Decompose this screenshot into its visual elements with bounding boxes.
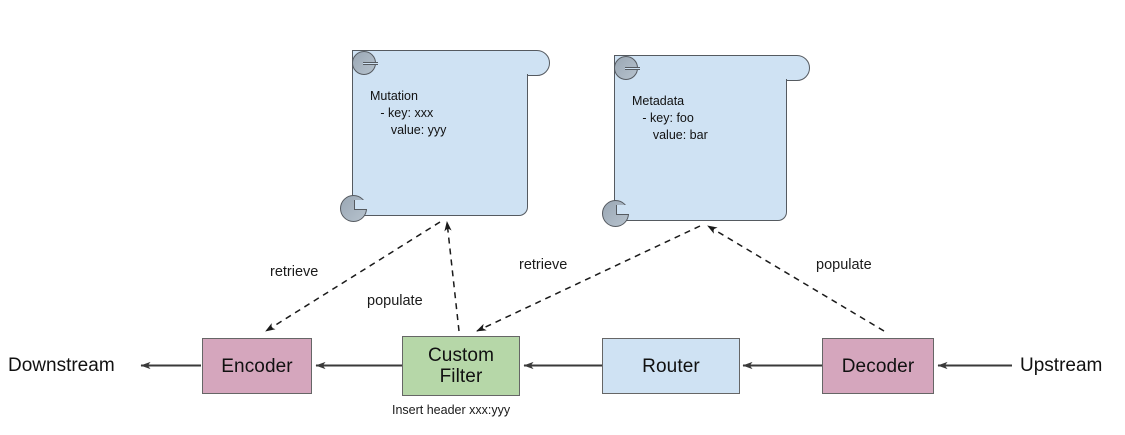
endpoint-upstream-label: Upstream xyxy=(1020,355,1103,376)
metadata-note-banner xyxy=(614,55,810,81)
node-decoder[interactable]: Decoder xyxy=(822,338,934,394)
metadata-note-body xyxy=(614,79,787,221)
node-router[interactable]: Router xyxy=(602,338,740,394)
metadata-note-text: Metadata - key: foo value: bar xyxy=(632,94,708,142)
mutation-note-banner xyxy=(352,50,550,76)
edge-label-populate-left: populate xyxy=(367,293,423,309)
edge-label-populate-right: populate xyxy=(816,257,872,273)
edge-populate-decoder-metadata xyxy=(707,225,885,332)
node-router-label: Router xyxy=(642,355,700,377)
node-encoder[interactable]: Encoder xyxy=(202,338,312,394)
scroll-curl-bottom-left-icon xyxy=(602,200,629,227)
scroll-curl-bottom-left-icon xyxy=(340,195,367,222)
mutation-note-text: Mutation - key: xxx value: yyy xyxy=(370,89,447,137)
node-decoder-label: Decoder xyxy=(841,355,915,377)
endpoint-downstream-label: Downstream xyxy=(8,355,115,376)
caption-insert-header: Insert header xxx:yyy xyxy=(392,403,511,417)
node-encoder-label: Encoder xyxy=(221,355,293,377)
mutation-note: Mutation - key: xxx value: yyy xyxy=(340,50,550,222)
edge-label-retrieve-right: retrieve xyxy=(519,257,568,273)
edge-retrieve-metadata-filter xyxy=(476,225,701,332)
edge-label-retrieve-left: retrieve xyxy=(270,264,319,280)
edge-populate-filter-mutation xyxy=(444,221,460,332)
scroll-curl-top-left-icon xyxy=(614,56,640,80)
mutation-note-body xyxy=(352,74,528,216)
node-custom-filter-label: Custom Filter xyxy=(427,345,495,387)
scroll-curl-top-left-icon xyxy=(352,51,378,75)
metadata-note: Metadata - key: foo value: bar xyxy=(602,55,810,227)
node-custom-filter[interactable]: Custom Filter xyxy=(402,336,520,396)
caption-clipped: · · · · · xyxy=(490,428,524,435)
